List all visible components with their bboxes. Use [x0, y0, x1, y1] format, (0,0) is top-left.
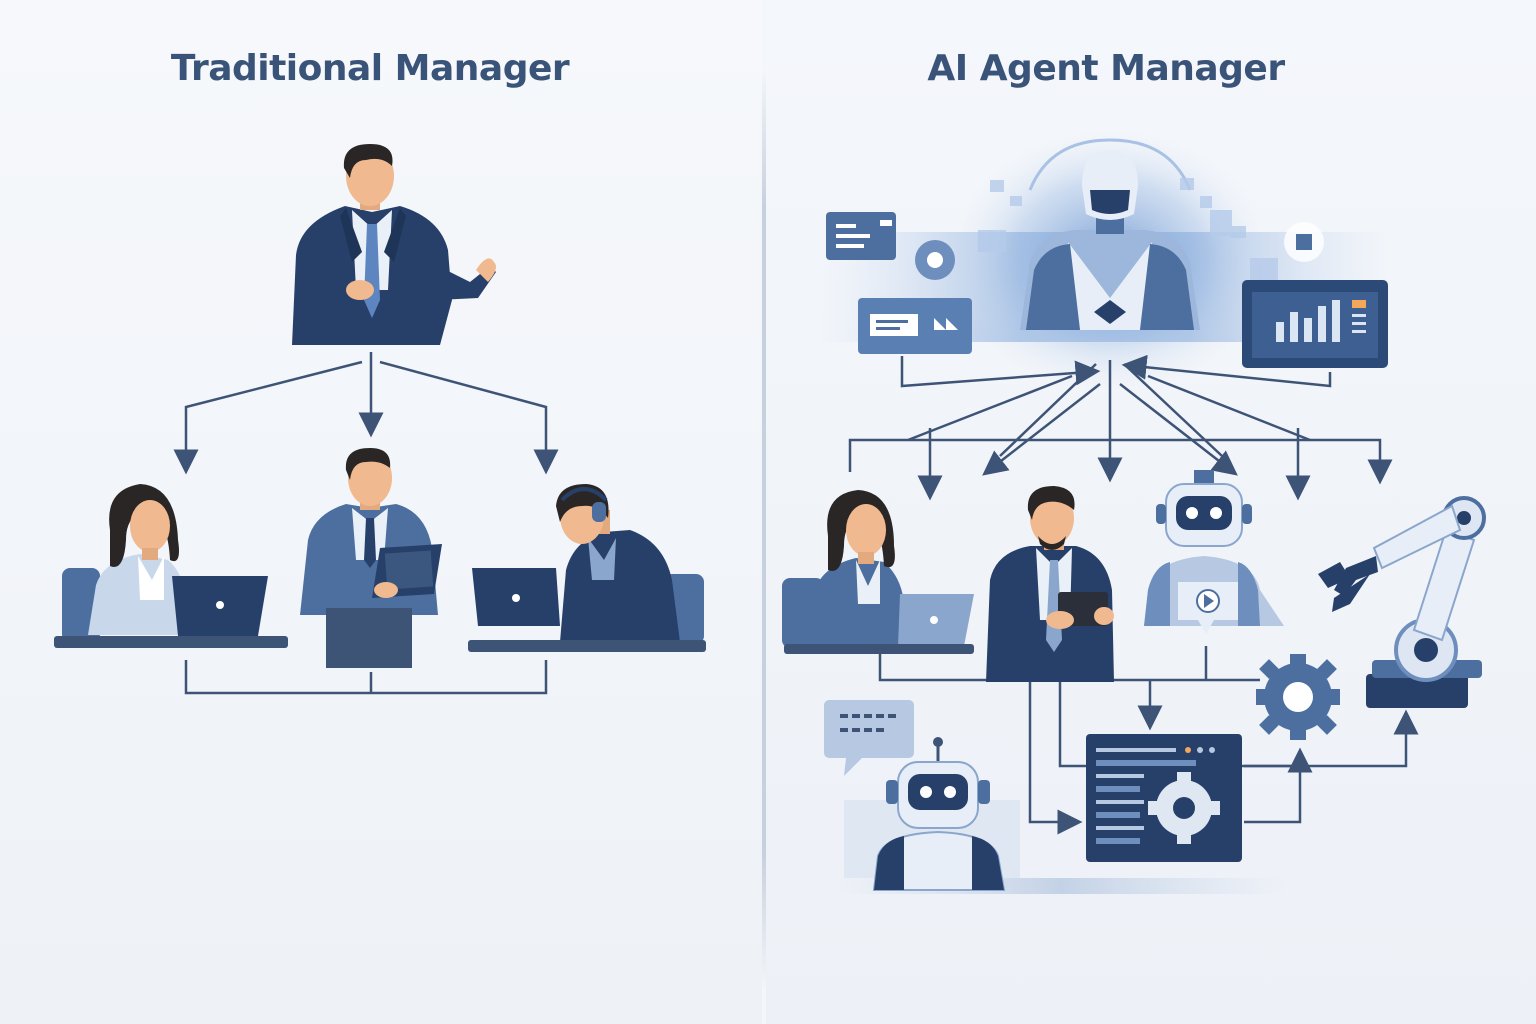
traditional-manager-figure	[292, 144, 496, 345]
chat-bubble-icon	[824, 700, 914, 776]
chart-icon	[1276, 300, 1340, 342]
ai-agent-manager-title: AI Agent Manager	[927, 48, 1285, 89]
robot-assistant	[1144, 470, 1284, 634]
play-icon	[1204, 594, 1214, 608]
center-divider	[762, 70, 766, 990]
server-dashboard	[1086, 734, 1242, 862]
traditional-hierarchy-lines	[173, 352, 559, 695]
gear-icon	[915, 240, 955, 280]
traditional-employee-tablet	[300, 448, 442, 668]
floating-panel-left-top	[826, 212, 896, 260]
headset-icon	[560, 487, 608, 502]
chart-panel	[1242, 280, 1388, 368]
ai-employee-laptop	[782, 490, 974, 654]
ai-employee-tablet	[986, 486, 1114, 682]
robotic-arm	[1318, 496, 1486, 708]
hub-badge	[1250, 222, 1324, 280]
chatbot	[836, 737, 1286, 894]
gear-icon	[1148, 772, 1220, 844]
gear-icon	[1256, 654, 1340, 740]
ai-agent-hub	[820, 130, 1390, 390]
traditional-manager-title: Traditional Manager	[170, 48, 570, 89]
floating-panel-left-bottom	[858, 298, 972, 354]
traditional-employee-laptop	[54, 484, 288, 648]
traditional-employee-headset	[468, 484, 706, 652]
